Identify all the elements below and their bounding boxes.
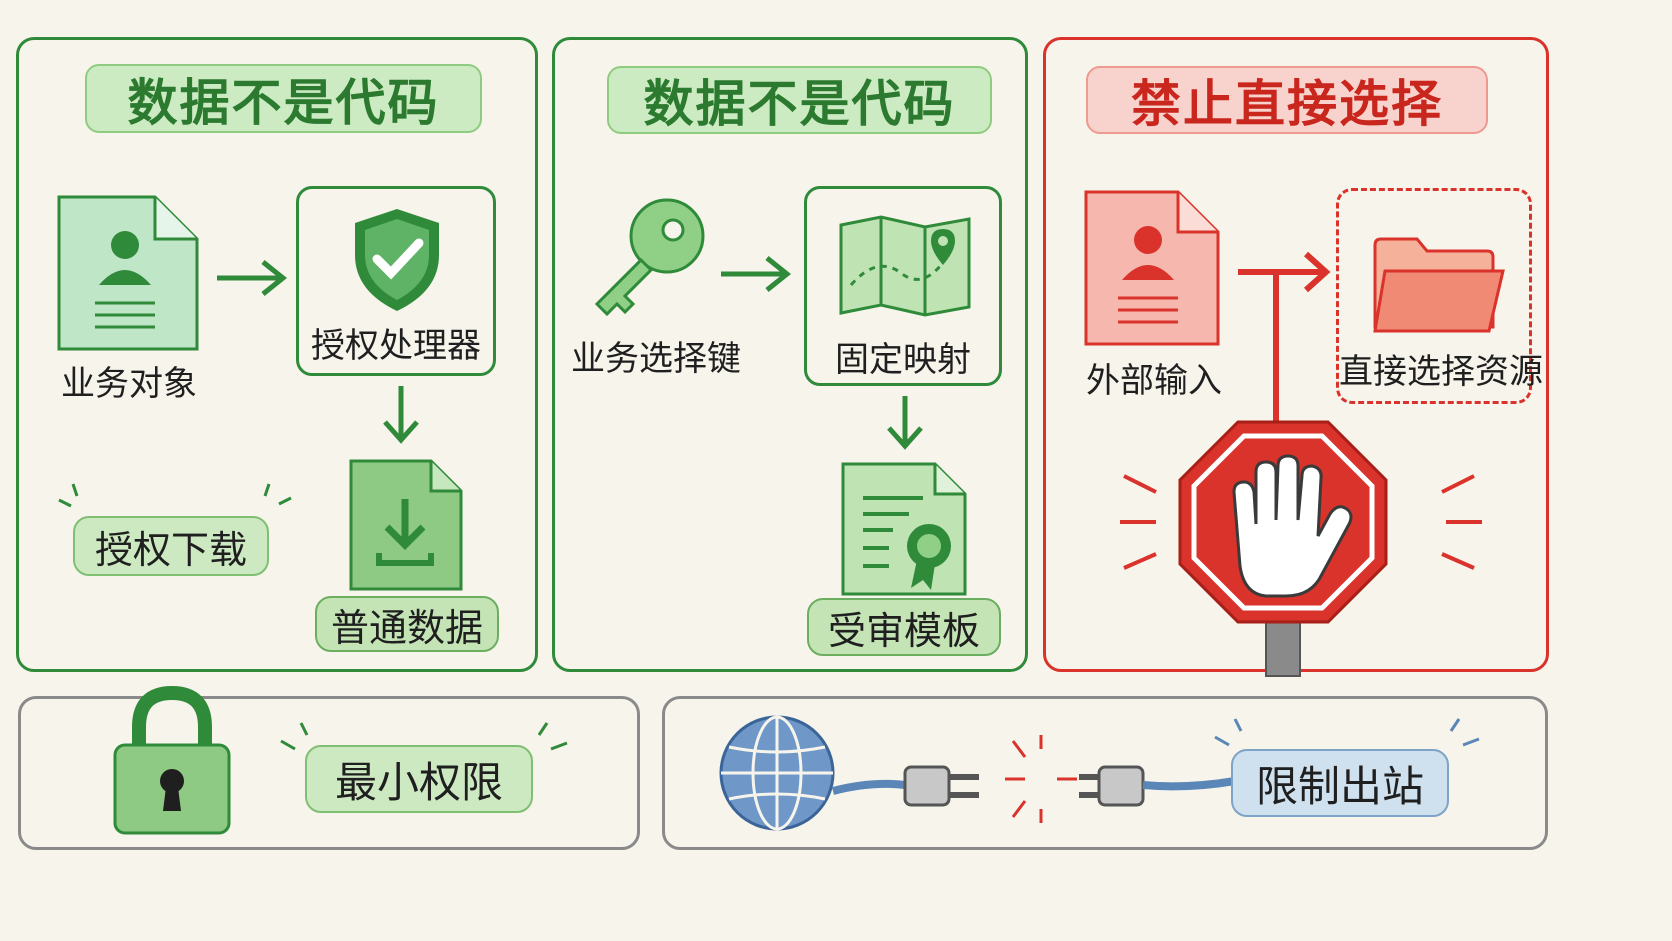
document-download-icon [349,459,463,591]
arrow-down-icon [383,386,419,444]
sparkle-icon [537,722,568,751]
fixed-mapping-label: 固定映射 [835,340,971,380]
external-input-label: 外部输入 [1086,361,1222,401]
map-icon [839,215,971,317]
stop-hand-icon [1120,420,1482,677]
disconnect-spark-icon [1005,735,1077,823]
least-privilege-label: 最小权限 [305,745,533,813]
direct-resource-box: 直接选择资源 [1336,188,1543,404]
panel-no-direct-selection: 禁止直接选择 外部输入 直接选择资源 [1043,37,1549,677]
business-object-label: 业务对象 [61,364,197,404]
restrict-egress-label: 限制出站 [1231,749,1449,817]
plain-data-label: 普通数据 [315,596,499,652]
key-icon [594,198,705,317]
fixed-mapping-box: 固定映射 [804,186,1002,386]
shield-check-icon [355,209,439,311]
panel-data-not-code-2: 数据不是代码 业务选择键 固定映射 [552,37,1028,672]
arrow-right-icon [721,256,792,292]
processor-label: 授权处理器 [311,326,481,366]
panel-restrict-egress: 限制出站 [662,696,1548,850]
plug-icon [831,765,979,807]
certificate-icon [841,462,967,596]
document-person-icon [57,195,199,351]
panel-title: 数据不是代码 [607,66,992,134]
authorized-processor-box: 授权处理器 [296,186,496,376]
panel-title: 禁止直接选择 [1086,66,1488,134]
plug-icon [1079,765,1236,807]
authorized-download-label: 授权下载 [73,516,269,576]
folder-icon [1373,237,1505,333]
direct-resource-label: 直接选择资源 [1339,352,1543,392]
sparkle-icon [58,483,79,508]
panel-data-not-code-1: 数据不是代码 业务对象 授权处理器 普通数据 [16,37,538,672]
arrow-down-icon [887,396,923,450]
sparkle-icon [1214,718,1243,747]
selection-key-label: 业务选择键 [571,339,741,379]
panel-title: 数据不是代码 [85,64,482,133]
audited-template-label: 受审模板 [807,598,1001,656]
arrow-right-icon [217,260,288,296]
globe-icon [719,715,835,831]
sparkle-icon [1449,718,1480,747]
panel-least-privilege: 最小权限 [18,685,640,850]
document-person-icon [1084,190,1220,346]
sparkle-icon [263,483,292,506]
sparkle-icon [280,722,309,751]
padlock-icon [113,685,231,835]
arrow-right-icon [1238,251,1331,426]
